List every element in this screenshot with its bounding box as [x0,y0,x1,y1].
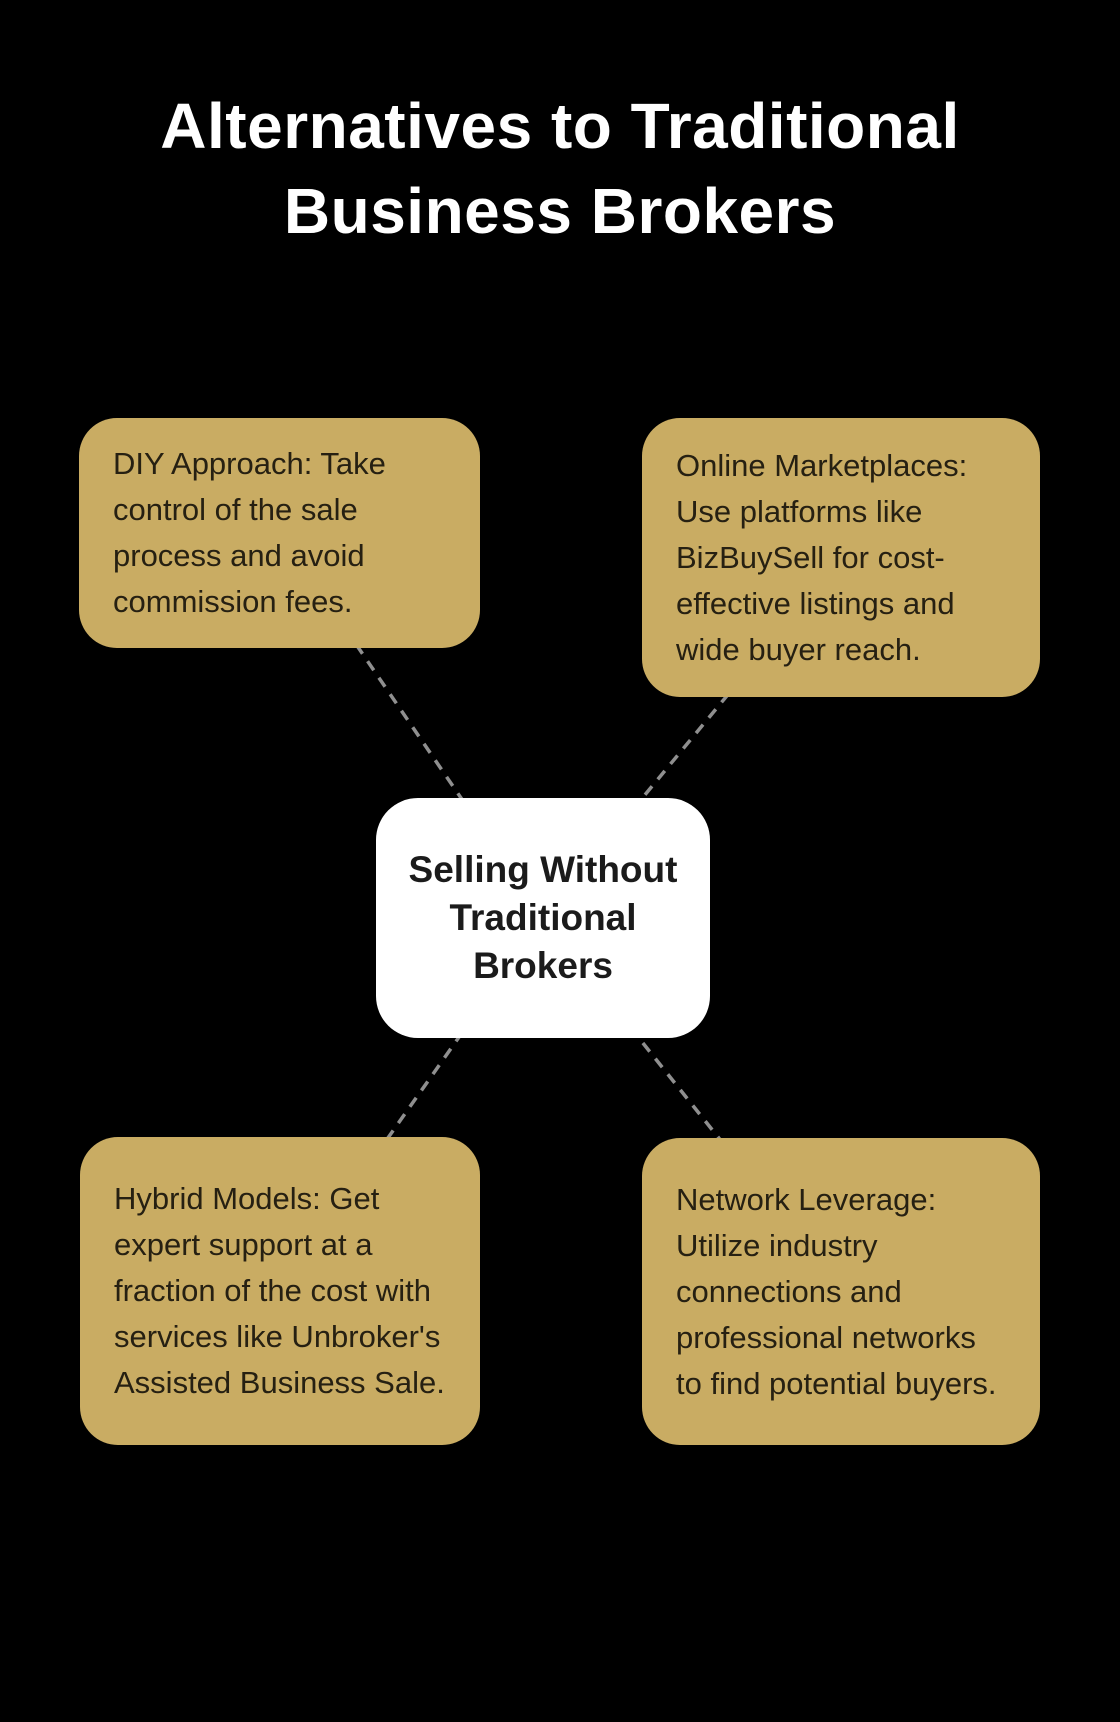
center-node-label: Selling Without Traditional Brokers [408,849,678,986]
node-diy-approach-text: DIY Approach: Take control of the sale p… [113,446,386,619]
center-node: Selling Without Traditional Brokers [376,798,710,1038]
node-network-leverage-text: Network Leverage: Utilize industry conne… [676,1181,997,1401]
node-hybrid-models-text: Hybrid Models: Get expert support at a f… [114,1181,445,1400]
node-network-leverage: Network Leverage: Utilize industry conne… [642,1138,1040,1445]
node-hybrid-models: Hybrid Models: Get expert support at a f… [80,1137,480,1445]
node-diy-approach: DIY Approach: Take control of the sale p… [79,418,480,648]
node-online-marketplaces-text: Online Marketplaces: Use platforms like … [676,447,968,667]
page-title: Alternatives to Traditional Business Bro… [160,90,960,248]
node-online-marketplaces: Online Marketplaces: Use platforms like … [642,418,1040,697]
